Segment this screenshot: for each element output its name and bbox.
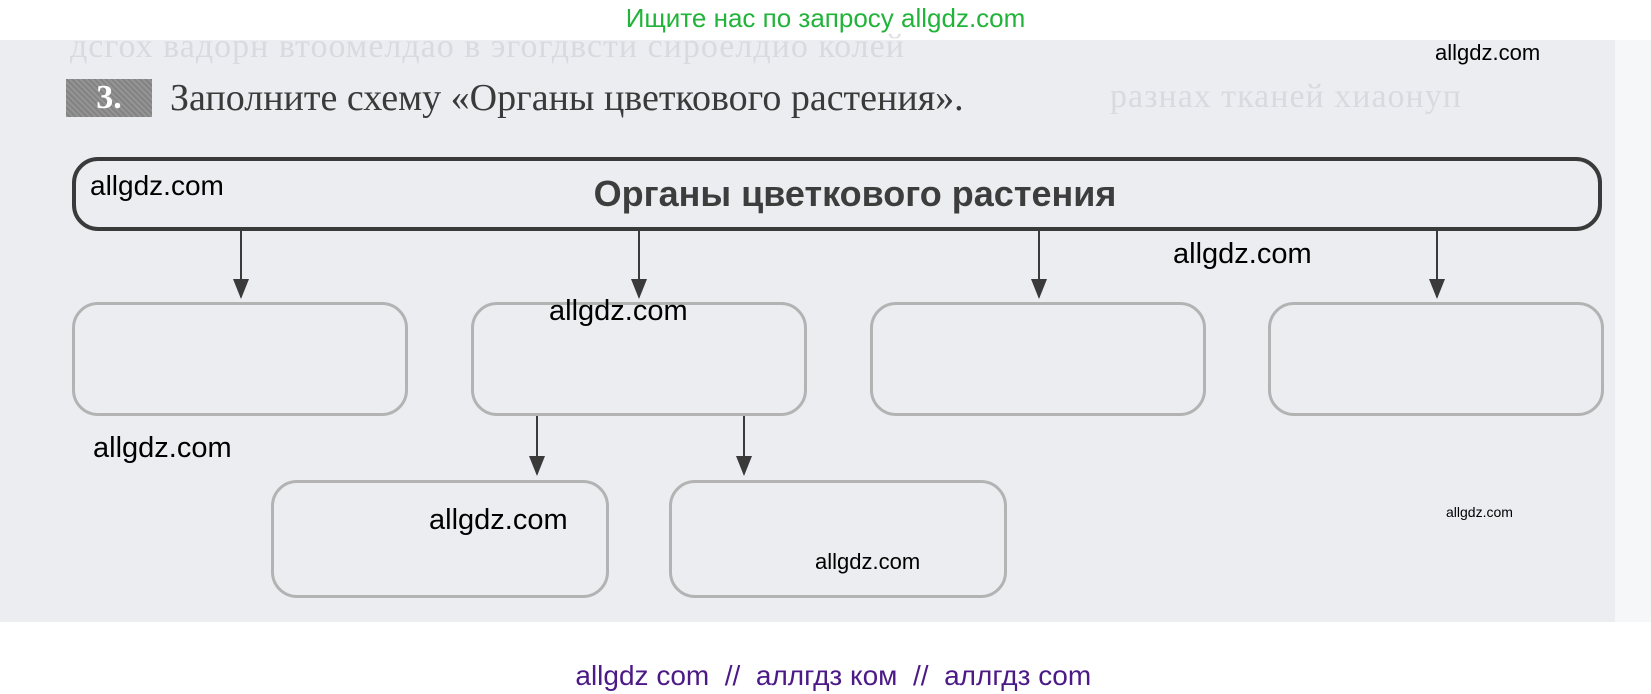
arrow-down-icon — [233, 231, 249, 299]
watermark: allgdz.com — [1173, 238, 1312, 270]
page-edge — [1615, 40, 1651, 622]
diagram-root-box: Органы цветкового растения — [72, 157, 1602, 231]
organ-box-1[interactable] — [72, 302, 408, 416]
watermark: allgdz.com — [549, 295, 688, 327]
task-header: 3. Заполните схему «Органы цветкового ра… — [66, 76, 964, 120]
bottom-banner-text: allgdz com // аллгдз ком // аллгдз com — [575, 660, 1092, 691]
bottom-banner: allgdz com // аллгдз ком // аллгдз com — [0, 622, 1651, 691]
arrow-down-icon — [1031, 231, 1047, 299]
organ-sub-box-2[interactable] — [669, 480, 1007, 598]
diagram-root-label: Органы цветкового растения — [593, 173, 1117, 214]
arrow-down-icon — [529, 416, 545, 476]
arrow-down-icon — [736, 416, 752, 476]
arrow-down-icon — [1429, 231, 1445, 299]
watermark: allgdz.com — [90, 170, 224, 201]
textbook-page: дсгох вадорн втоомелдао в эгогдвсти сиро… — [0, 28, 1651, 622]
organ-box-3[interactable] — [870, 302, 1206, 416]
organ-box-4[interactable] — [1268, 302, 1604, 416]
bleed-through-text: разнах тканей хиаонуп — [1110, 78, 1462, 115]
watermark: allgdz.com — [815, 549, 921, 574]
watermark: allgdz.com — [1446, 504, 1513, 520]
top-banner-text: Ищите нас по запросу allgdz.com — [625, 3, 1026, 33]
task-number-badge: 3. — [66, 79, 152, 117]
bleed-through-text: дсгох вадорн втоомелдао в эгогдвсти сиро… — [70, 28, 905, 65]
watermark: allgdz.com — [1435, 40, 1541, 65]
organ-box-2[interactable] — [471, 302, 807, 416]
watermark: allgdz.com — [93, 432, 232, 464]
top-banner: Ищите нас по запросу allgdz.com — [0, 0, 1651, 40]
task-instruction: Заполните схему «Органы цветкового расте… — [170, 77, 964, 119]
arrow-down-icon — [631, 231, 647, 299]
organ-sub-box-1[interactable] — [271, 480, 609, 598]
watermark: allgdz.com — [429, 504, 568, 536]
